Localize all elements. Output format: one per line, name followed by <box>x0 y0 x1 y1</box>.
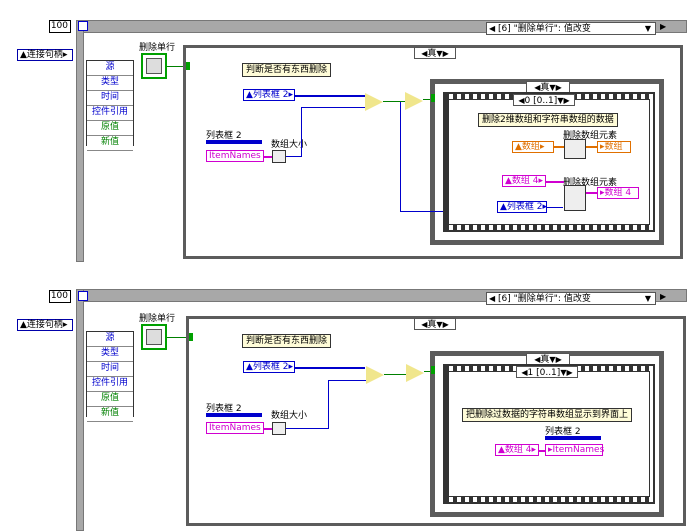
event-item-ctlref[interactable]: 控件引用 <box>87 106 133 121</box>
itemnames-property[interactable]: ItemNames <box>206 150 264 162</box>
comment-check-delete: 判断是否有东西删除 <box>242 63 332 77</box>
listbox-bar <box>206 140 262 144</box>
array-label: 数组 <box>521 142 540 152</box>
sequence-frame-label: 0 [0..1] <box>524 96 558 106</box>
delete-row-button-terminal[interactable] <box>141 53 167 79</box>
listbox-ref2-label: 列表框 2 <box>506 202 543 212</box>
listbox-box-label: 列表框 2 <box>545 427 581 437</box>
array-out-label: 数组 <box>604 142 623 152</box>
event-item-source[interactable]: 源 <box>87 61 133 76</box>
not-equal-node[interactable] <box>406 364 424 382</box>
event-item-oldval[interactable]: 原值 <box>87 121 133 136</box>
array4-node[interactable]: ▲数组 4▸ <box>495 444 539 456</box>
event-case-selector[interactable]: ◀ [6] "删除单行": 值改变 ▼ <box>486 22 656 35</box>
left-arrow-icon[interactable]: ◀ <box>489 24 496 33</box>
event-item-type[interactable]: 类型 <box>87 347 133 362</box>
greater-than-node[interactable] <box>365 93 383 111</box>
event-data-node[interactable]: 源 类型 时间 控件引用 原值 新值 <box>86 60 134 151</box>
array-size-label: 数组大小 <box>271 140 308 150</box>
timeout-constant[interactable]: 100 <box>49 290 71 303</box>
listbox-ref-label: 列表框 2 <box>252 362 289 372</box>
listbox-label: 列表框 2 <box>206 404 242 414</box>
array-size-icon[interactable] <box>272 150 286 163</box>
listbox-ref-label: 列表框 2 <box>252 90 289 100</box>
delete-row-button-terminal[interactable] <box>141 324 167 350</box>
event-structure-left-bar <box>76 20 84 262</box>
dropdown-icon[interactable]: ▼ <box>644 24 651 33</box>
event-item-newval[interactable]: 新值 <box>87 136 133 151</box>
outer-case-selector[interactable]: ◀真▼▶ <box>414 318 456 330</box>
itemnames-out-property[interactable]: ▸ItemNames <box>545 444 605 456</box>
hourglass-icon <box>78 291 88 301</box>
event-item-newval[interactable]: 新值 <box>87 407 133 422</box>
delete-row-label: 删除单行 <box>139 43 176 53</box>
outer-case-label: 真 <box>427 320 437 330</box>
event-item-time[interactable]: 时间 <box>87 91 133 106</box>
connection-handle-label: 连接句柄 <box>26 320 63 330</box>
event-case-label: [6] "删除单行": 值改变 <box>498 24 591 34</box>
array4-out-label: 数组 4 <box>604 188 632 198</box>
timeout-constant[interactable]: 100 <box>49 20 71 33</box>
inner-case-terminal <box>431 94 435 102</box>
case-selector-terminal <box>189 333 193 341</box>
array4-label: 数组 4 <box>511 176 539 186</box>
listbox-ref-node[interactable]: ▲列表框 2▸ <box>243 89 295 101</box>
case-selector-terminal <box>186 62 190 70</box>
event-data-node[interactable]: 源 类型 时间 控件引用 原值 新值 <box>86 331 134 422</box>
diagram-panel-2: 100 ◀ [6] "删除单行": 值改变 ▼ ▶ ▲连接句柄▸ 源 类型 时间… <box>0 268 687 531</box>
delete-array-elem-icon-1[interactable] <box>564 139 586 159</box>
outer-case-selector[interactable]: ◀真▼▶ <box>414 47 456 59</box>
array-indicator[interactable]: ▸数组 <box>597 141 631 153</box>
itemnames-out-label: ItemNames <box>552 445 605 455</box>
comment-check-delete: 判断是否有东西删除 <box>242 334 332 348</box>
event-item-type[interactable]: 类型 <box>87 76 133 91</box>
outer-case-structure[interactable] <box>186 316 686 526</box>
array4-label: 数组 4 <box>504 445 532 455</box>
outer-case-structure[interactable] <box>183 45 683 259</box>
inner-case-label: 真 <box>540 83 550 93</box>
event-item-ctlref[interactable]: 控件引用 <box>87 377 133 392</box>
inner-case-label: 真 <box>540 355 550 365</box>
event-case-label: [6] "删除单行": 值改变 <box>498 294 591 304</box>
sequence-selector[interactable]: ◀1 [0..1]▼▶ <box>516 366 578 378</box>
hourglass-icon <box>78 21 88 31</box>
listbox-label: 列表框 2 <box>206 131 242 141</box>
sequence-selector[interactable]: ◀0 [0..1]▼▶ <box>513 94 575 106</box>
array-node[interactable]: ▲数组▸ <box>512 141 554 153</box>
event-item-source[interactable]: 源 <box>87 332 133 347</box>
right-arrow-icon[interactable]: ▶ <box>660 22 667 31</box>
dropdown-icon[interactable]: ▼ <box>644 294 651 303</box>
right-arrow-icon[interactable]: ▶ <box>660 292 667 301</box>
array-size-label: 数组大小 <box>271 411 308 421</box>
array4-node[interactable]: ▲数组 4▸ <box>502 175 546 187</box>
event-case-selector[interactable]: ◀ [6] "删除单行": 值改变 ▼ <box>486 292 656 305</box>
inner-case-terminal <box>431 366 435 374</box>
listbox-ref-node[interactable]: ▲列表框 2▸ <box>243 361 295 373</box>
array-size-icon[interactable] <box>272 422 286 435</box>
listbox-ref-node-2[interactable]: ▲列表框 2▸ <box>497 201 547 213</box>
delete-elem-label-2: 删除数组元素 <box>563 178 618 188</box>
array4-indicator[interactable]: ▸数组 4 <box>597 187 639 199</box>
event-structure-left-bar <box>76 289 84 531</box>
event-item-oldval[interactable]: 原值 <box>87 392 133 407</box>
delete-elem-label-1: 删除数组元素 <box>563 131 618 141</box>
delete-row-label: 删除单行 <box>139 314 176 324</box>
connection-handle-node[interactable]: ▲连接句柄▸ <box>17 49 73 61</box>
comment-show-array: 把删除过数据的字符串数组显示到界面上 <box>462 408 633 422</box>
sequence-frame-label: 1 [0..1] <box>527 368 561 378</box>
outer-case-label: 真 <box>427 49 437 59</box>
not-equal-node[interactable] <box>405 92 423 110</box>
comment-delete-2d: 删除2维数组和字符串数组的数据 <box>478 113 618 127</box>
left-arrow-icon[interactable]: ◀ <box>489 294 496 303</box>
listbox-bar <box>206 413 262 417</box>
greater-than-node[interactable] <box>366 366 384 384</box>
diagram-panel-1: 100 ◀ [6] "删除单行": 值改变 ▼ ▶ ▲连接句柄▸ 源 类型 时间… <box>0 0 687 262</box>
itemnames-property[interactable]: ItemNames <box>206 422 264 434</box>
delete-array-elem-icon-2[interactable] <box>564 185 586 211</box>
event-item-time[interactable]: 时间 <box>87 362 133 377</box>
listbox-box-bar <box>545 436 601 440</box>
connection-handle-label: 连接句柄 <box>26 50 63 60</box>
connection-handle-node[interactable]: ▲连接句柄▸ <box>17 319 73 331</box>
